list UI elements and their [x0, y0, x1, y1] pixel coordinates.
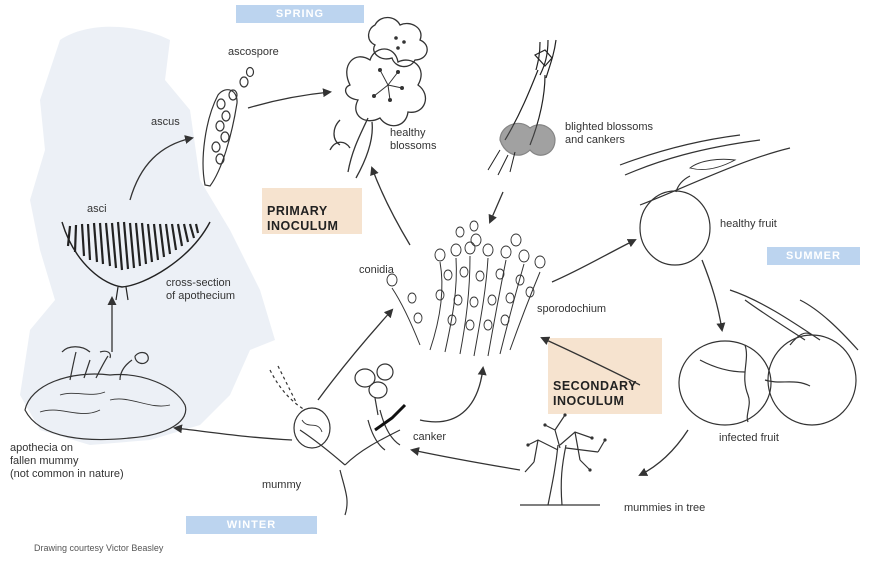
- secondary-inoculum-label: SECONDARY INOCULUM: [553, 379, 637, 409]
- primary-inoculum-label: PRIMARY INOCULUM: [267, 204, 338, 234]
- mummy-label: mummy: [262, 479, 301, 492]
- arrow-canker-to-sporodochium: [420, 368, 483, 422]
- cross-section-label: cross-section of apothecium: [166, 277, 235, 303]
- winter-season-tag: WINTER: [186, 516, 317, 534]
- healthy-fruit-drawing: [620, 135, 790, 265]
- asci-label: asci: [87, 203, 107, 216]
- ascospore-label: ascospore: [228, 46, 279, 59]
- drawing-credit: Drawing courtesy Victor Beasley: [34, 543, 163, 553]
- blighted-blossoms-drawing: [488, 40, 556, 175]
- arrow-conidia-to-blossom: [372, 168, 410, 245]
- arrow-sporodochium-to-fruit: [552, 240, 635, 282]
- sporodochium-drawing: [387, 221, 545, 356]
- summer-season-tag: SUMMER: [767, 247, 860, 265]
- ascus-drawing: [203, 68, 253, 187]
- arrow-ascospore-to-blossom: [248, 92, 330, 108]
- arrow-blighted-to-conidia: [490, 192, 503, 222]
- spring-season-tag: SPRING: [236, 5, 364, 23]
- arrow-mummy-to-apothecia: [175, 428, 292, 440]
- arrow-tree-to-canker: [412, 450, 520, 470]
- sporodochium-label: sporodochium: [537, 303, 606, 316]
- arrow-healthy-to-infected: [702, 260, 722, 330]
- apothecia-label: apothecia on fallen mummy (not common in…: [10, 442, 124, 481]
- arrow-mummy-to-conidia: [318, 310, 392, 400]
- winter-shaded-region: [20, 27, 275, 445]
- healthy-blossoms-label: healthy blossoms: [390, 127, 436, 153]
- mummies-in-tree-label: mummies in tree: [624, 502, 705, 515]
- ascus-label: ascus: [151, 116, 180, 129]
- infected-fruit-label: infected fruit: [719, 432, 779, 445]
- blighted-blossoms-label: blighted blossoms and cankers: [565, 121, 653, 147]
- healthy-blossom-drawing: [330, 18, 427, 179]
- canker-label: canker: [413, 431, 446, 444]
- conidia-label: conidia: [359, 264, 394, 277]
- healthy-fruit-label: healthy fruit: [720, 218, 777, 231]
- infected-fruit-drawing: [679, 290, 858, 425]
- mummies-in-tree-drawing: [520, 413, 607, 505]
- arrow-infected-to-tree: [640, 430, 688, 475]
